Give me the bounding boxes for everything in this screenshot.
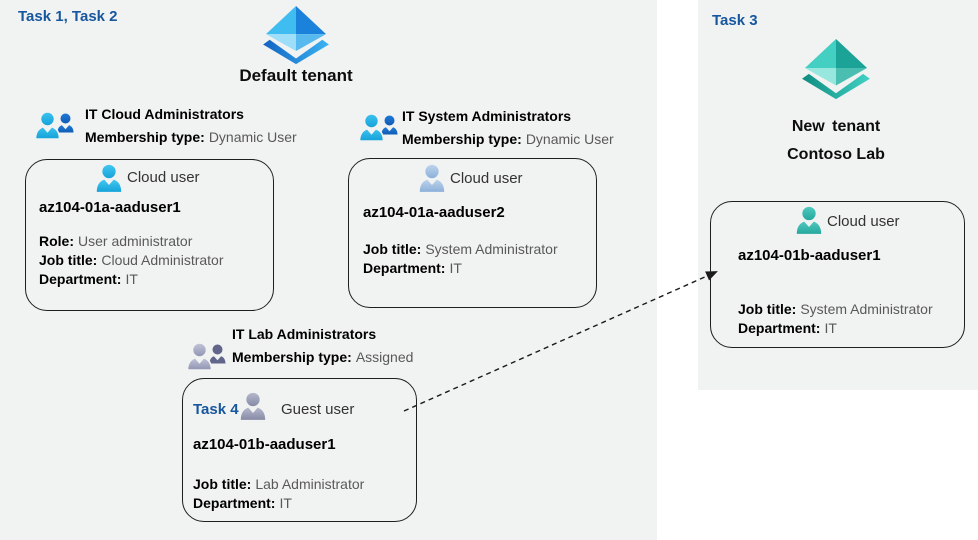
field-label: Job title: — [193, 476, 252, 492]
field-value: IT — [279, 495, 292, 511]
user-name: az104-01b-aaduser1 — [193, 436, 336, 453]
user-type-label: Cloud user — [127, 169, 200, 186]
field-label: Department: — [363, 260, 446, 276]
membership-label: Membership type: — [232, 349, 352, 365]
default-tenant-title: Default tenant — [239, 66, 353, 85]
membership-label: Membership type: — [402, 131, 522, 147]
field-value: IT — [125, 271, 138, 287]
field-label: Job title: — [363, 241, 422, 257]
field-value: System Administrator — [800, 301, 933, 317]
group-membership: Membership type:Dynamic User — [402, 131, 614, 147]
task-1-2-label: Task 1, Task 2 — [18, 8, 118, 25]
new-tenant-user-card: Cloud user az104-01b-aaduser1 Job title:… — [710, 201, 965, 348]
group-name: IT Cloud Administrators — [85, 106, 244, 122]
field-label: Department: — [738, 320, 821, 336]
task-4-label: Task 4 — [193, 401, 239, 418]
azure-ad-tenant-icon-blue — [263, 5, 329, 67]
membership-value: Assigned — [355, 349, 414, 365]
field-label: Job title: — [39, 252, 98, 268]
default-tenant-panel — [0, 0, 657, 540]
group-two-users-icon — [34, 107, 78, 145]
membership-value: Dynamic User — [525, 131, 614, 147]
cloud-user-icon — [417, 164, 447, 194]
new-tenant-title-line2: Contoso Lab — [787, 146, 885, 163]
guest-user-icon — [238, 392, 268, 422]
user-type-label: Cloud user — [827, 213, 900, 230]
azure-ad-tenant-icon-teal — [801, 38, 871, 102]
user-type-label: Cloud user — [450, 170, 523, 187]
user-fields: Job title:System Administrator Departmen… — [738, 300, 933, 338]
group-name: IT Lab Administrators — [232, 326, 377, 342]
group-two-users-icon-gray — [186, 338, 230, 376]
user-fields: Role:User administrator Job title:Cloud … — [39, 232, 224, 289]
user-card-aaduser2: Cloud user az104-01a-aaduser2 Job title:… — [348, 158, 597, 308]
field-value: IT — [449, 260, 462, 276]
guest-user-card-aaduser1b: Task 4 Guest user az104-01b-aaduser1 Job… — [182, 378, 417, 522]
group-two-users-icon — [358, 109, 402, 147]
field-value: User administrator — [78, 233, 193, 249]
field-label: Department: — [193, 495, 276, 511]
field-value: IT — [824, 320, 837, 336]
field-value: System Administrator — [425, 241, 558, 257]
field-label: Department: — [39, 271, 122, 287]
task-3-label: Task 3 — [712, 12, 758, 29]
user-fields: Job title:Lab Administrator Department:I… — [193, 475, 364, 513]
field-label: Role: — [39, 233, 74, 249]
cloud-user-icon — [794, 206, 824, 236]
user-type-label: Guest user — [281, 401, 355, 418]
group-name: IT System Administrators — [402, 108, 572, 124]
user-name: az104-01a-aaduser2 — [363, 204, 505, 221]
group-membership: Membership type:Assigned — [232, 349, 413, 365]
group-membership: Membership type:Dynamic User — [85, 129, 297, 145]
new-tenant-title-line1: New tenant — [791, 118, 881, 135]
field-label: Job title: — [738, 301, 797, 317]
user-name: az104-01b-aaduser1 — [738, 247, 881, 264]
field-value: Lab Administrator — [255, 476, 365, 492]
membership-value: Dynamic User — [208, 129, 297, 145]
field-value: Cloud Administrator — [101, 252, 224, 268]
user-name: az104-01a-aaduser1 — [39, 199, 181, 216]
membership-label: Membership type: — [85, 129, 205, 145]
cloud-user-icon — [94, 164, 124, 194]
user-fields: Job title:System Administrator Departmen… — [363, 240, 558, 278]
user-card-aaduser1: Cloud user az104-01a-aaduser1 Role:User … — [25, 159, 274, 311]
